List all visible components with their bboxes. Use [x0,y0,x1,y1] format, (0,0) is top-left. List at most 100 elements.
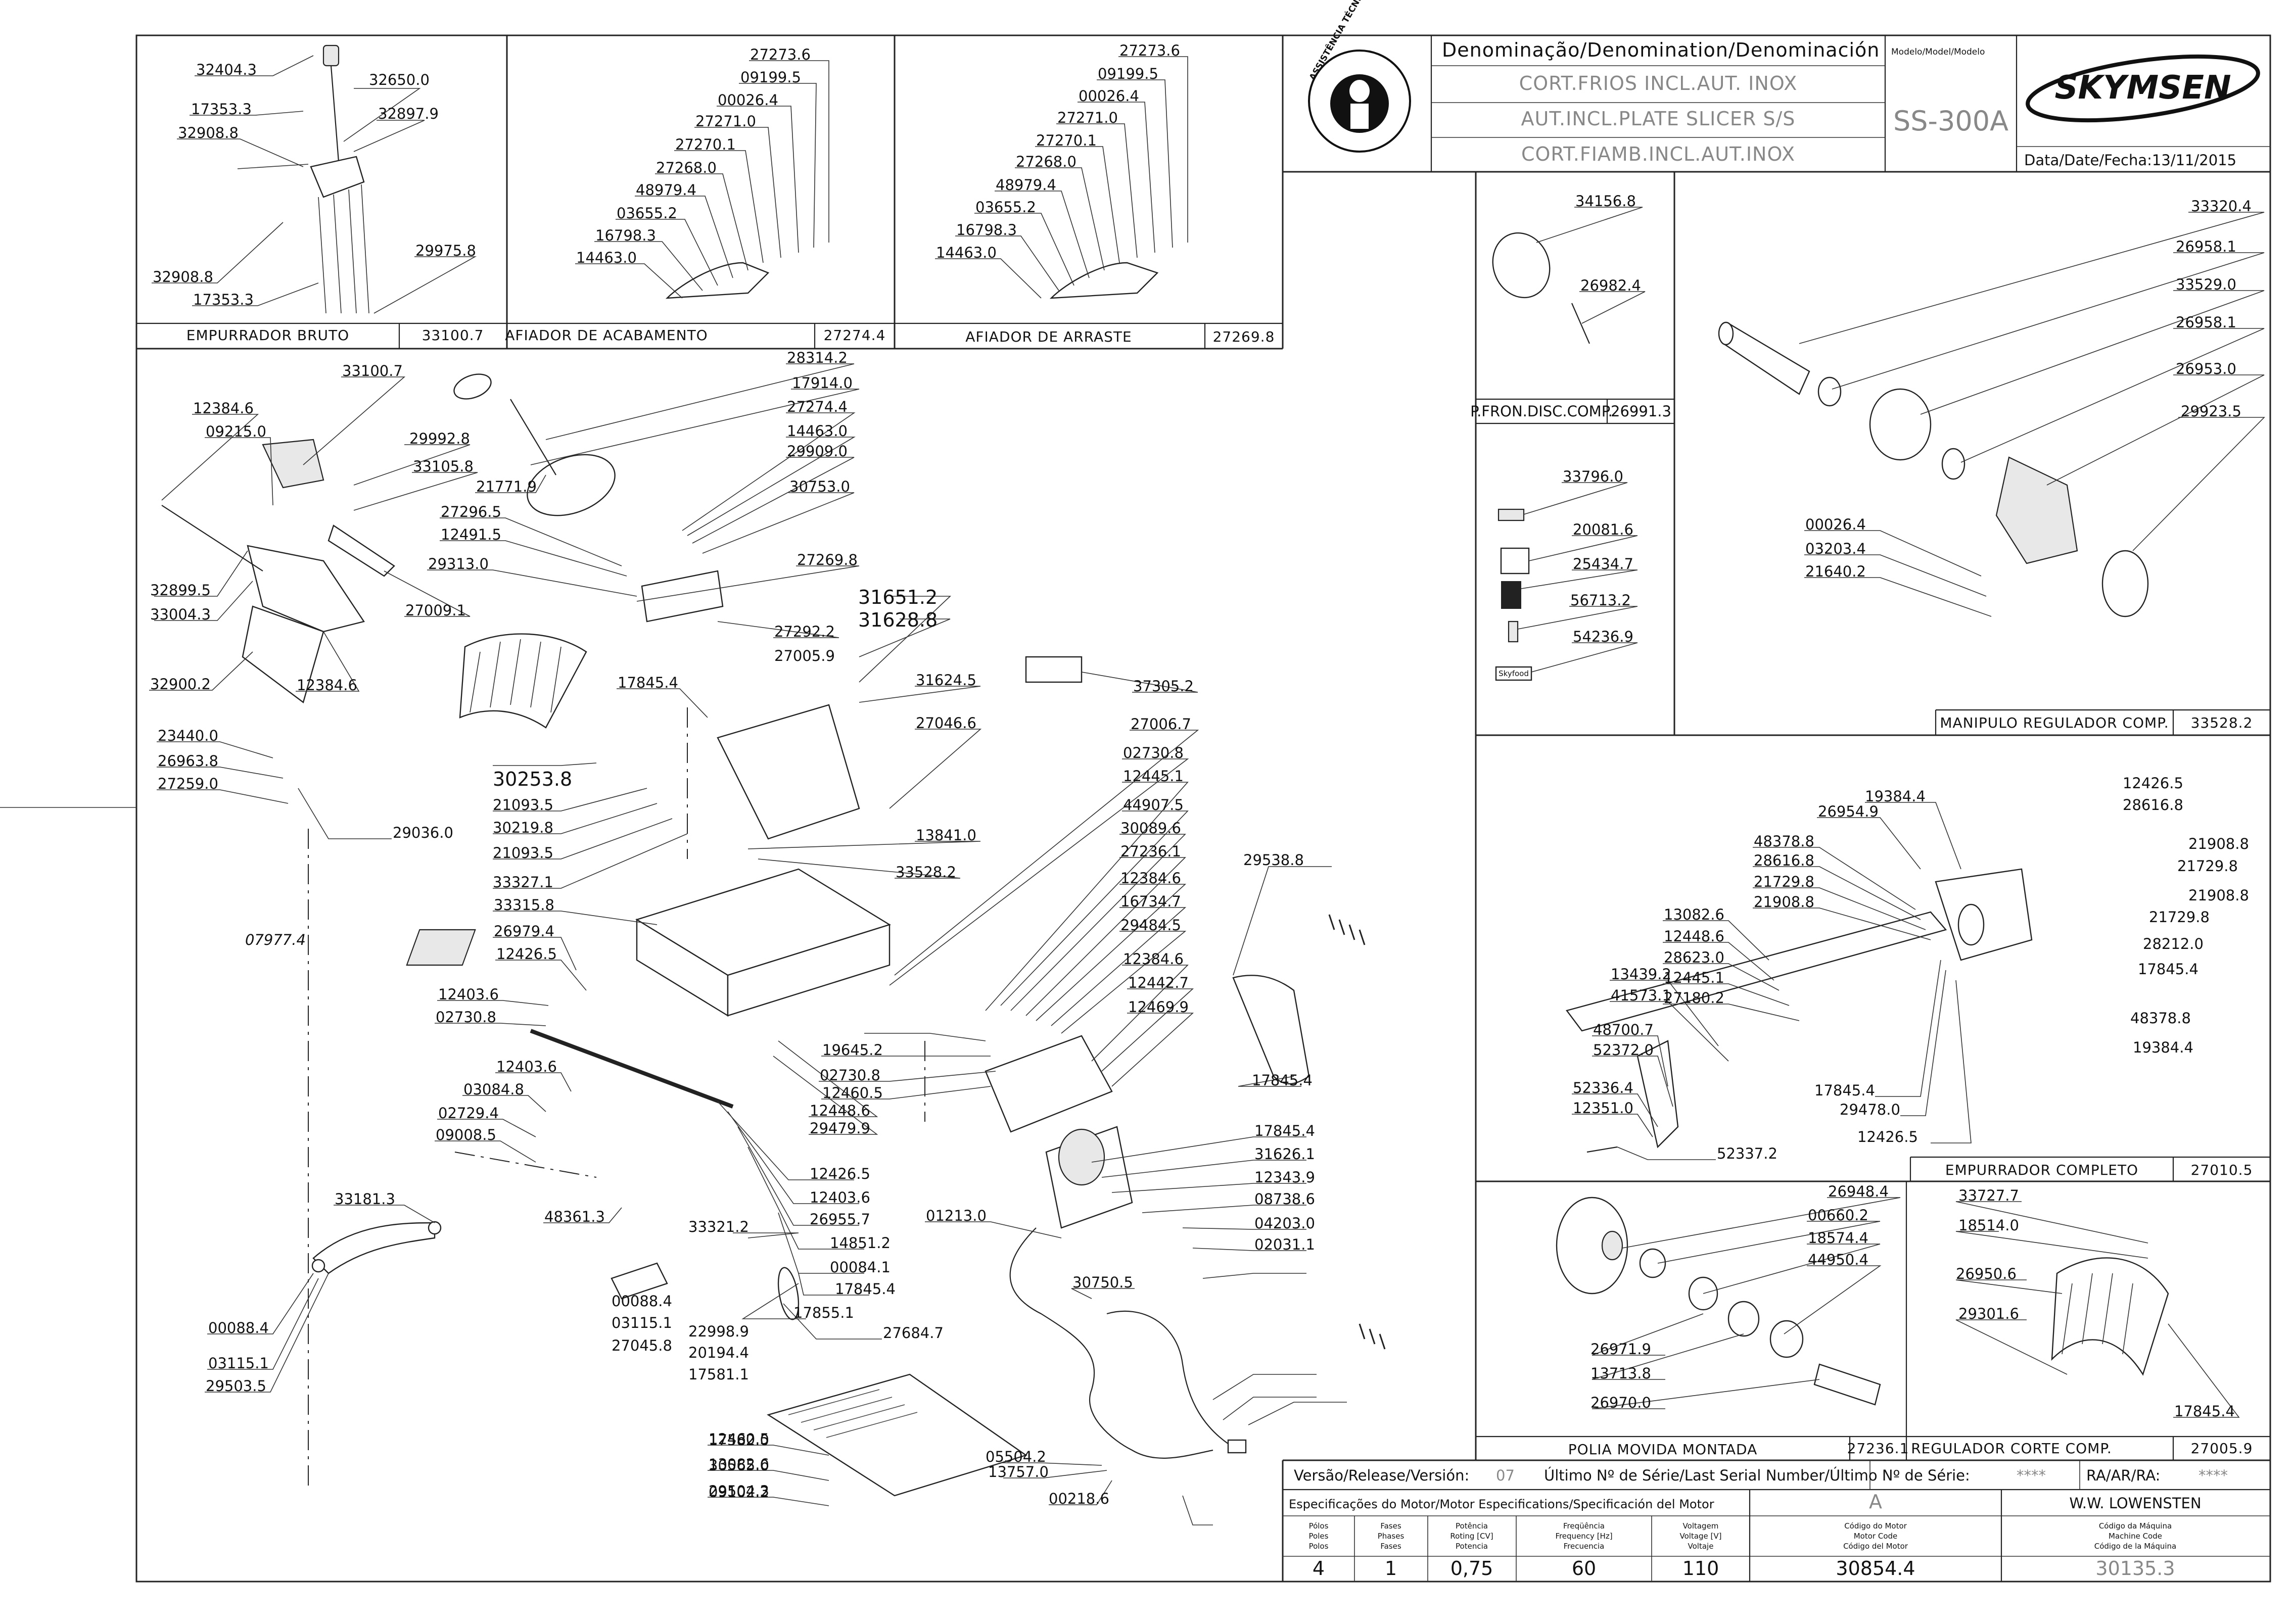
part-label: 14463.0 [936,244,997,261]
part-label: 30750.5 [1072,1274,1133,1291]
part-label: 18574.4 [1808,1229,1868,1247]
part-label: 09008.5 [436,1126,496,1143]
part-label: 03115.1 [612,1314,672,1331]
part-label: 30565.0 [709,1457,769,1474]
version-value: 07 [1496,1467,1515,1484]
part-label: 33321.2 [688,1218,749,1235]
model-code: SS-300A [1893,105,2008,137]
part-label: 27271.0 [695,113,756,130]
adjust-knob-graphic [1718,321,2149,617]
svg-text:Voltagem: Voltagem [1683,1521,1719,1531]
part-label: 27236.1 [1120,843,1181,860]
part-label: 44907.5 [1123,796,1184,814]
part-label: 21729.8 [2149,909,2210,926]
motor-spec-title: Especificações do Motor/Motor Especifica… [1289,1497,1714,1511]
part-label: 26955.7 [810,1211,870,1228]
part-label: 16798.3 [956,221,1017,238]
part-label: 12343.9 [1254,1169,1315,1186]
part-label: 13082.6 [1664,906,1724,923]
svg-text:Código da Máquina: Código da Máquina [2099,1521,2172,1531]
part-label: 12426.5 [810,1165,870,1182]
part-label: 29975.8 [415,242,476,259]
part-label: 12448.6 [1664,928,1724,945]
part-label: 25434.7 [1573,555,1633,572]
part-label: 30253.8 [493,768,572,790]
part-label: 16798.3 [595,227,656,244]
part-label: 28212.0 [2143,935,2204,952]
part-label: 00026.4 [718,91,778,109]
part-label: 28616.8 [2123,796,2183,814]
voltage-value: 110 [1682,1557,1719,1580]
part-label: 21640.2 [1805,563,1866,580]
part-label: 01213.0 [926,1207,987,1224]
part-label: 29538.8 [1243,851,1304,869]
caption-afiador-acabamento: AFIADOR DE ACABAMENTO [505,327,708,344]
part-label: 17581.1 [688,1366,749,1383]
part-label: 12426.5 [1857,1128,1918,1145]
part-label: 29504.3 [709,1483,769,1500]
leader-lines [149,55,2265,1525]
skymsen-logo: SKYMSEN [2026,54,2260,123]
part-label: 03203.4 [1805,540,1866,557]
part-label: 21908.8 [2188,835,2249,852]
machine-code-value: 30135.3 [2095,1557,2175,1580]
phases-value: 1 [1385,1557,1397,1580]
part-label: 29301.6 [1958,1305,2019,1322]
svg-text:Polos: Polos [1309,1542,1329,1551]
part-label: 12384.6 [193,400,254,417]
svg-text:Machine Code: Machine Code [2109,1532,2162,1541]
caption-empurrador-completo: EMPURRADOR COMPLETO [1945,1162,2138,1178]
part-label: 12403.6 [438,986,499,1003]
part-label: 33004.3 [150,606,211,623]
part-label: 00088.4 [612,1293,672,1310]
part-label: 12384.6 [297,677,357,694]
serial-label: Último Nº de Série/Last Serial Number/Úl… [1544,1467,1970,1484]
svg-text:Fases: Fases [1380,1521,1401,1531]
part-label: 23440.0 [158,727,218,744]
part-label: 19645.2 [822,1041,883,1059]
part-label: 02031.1 [1254,1236,1315,1253]
part-label: 13757.0 [988,1463,1049,1480]
part-label: 21093.5 [493,844,553,862]
svg-text:Roting [CV]: Roting [CV] [1450,1532,1493,1541]
part-label: 48378.8 [1754,833,1814,850]
svg-text:Phases: Phases [1378,1532,1405,1541]
part-label: 44950.4 [1808,1251,1868,1268]
part-label: 48979.4 [996,176,1056,194]
part-label: 32897.9 [378,105,439,122]
part-label: 00660.2 [1808,1207,1868,1224]
part-label: 12403.6 [496,1058,557,1075]
part-label: 17845.4 [618,674,678,691]
part-label: 27045.8 [612,1337,672,1354]
part-label: 27046.6 [916,714,976,732]
front-disc-graphic [1492,232,1590,344]
part-label: 31628.8 [858,609,938,631]
part-label: 17582.0 [709,1431,769,1449]
part-label: 41573.1 [1611,987,1671,1004]
part-label: 32899.5 [150,582,211,599]
part-label: 27005.9 [774,647,835,664]
part-label: 29313.0 [428,555,489,572]
pulley-graphic [1556,1197,1881,1406]
part-label: 30219.8 [493,819,553,836]
part-label: 17914.0 [792,374,853,392]
svg-text:Motor Code: Motor Code [1854,1532,1898,1541]
part-label: 33528.2 [896,864,956,881]
version-label: Versão/Release/Versión: [1294,1467,1469,1484]
part-label: 27292.2 [774,623,835,640]
part-label: 29478.0 [1840,1101,1900,1118]
part-label: 29484.5 [1120,917,1181,934]
part-label: 30753.0 [789,478,850,495]
part-label: 33105.8 [413,458,474,475]
part-label: 12445.1 [1664,969,1724,986]
cut-regulator-graphic [2051,1257,2169,1376]
part-label: 14851.2 [830,1234,891,1252]
sharpener-arr-graphic [1049,262,1159,299]
ra-label: RA/AR/RA: [2086,1467,2160,1484]
date-label: Data/Date/Fecha:13/11/2015 [2024,152,2236,169]
svg-text:Frecuencia: Frecuencia [1564,1542,1605,1551]
part-label: 26979.4 [494,923,554,940]
part-label: 26950.6 [1956,1265,2017,1282]
part-label: 27271.0 [1057,109,1118,126]
